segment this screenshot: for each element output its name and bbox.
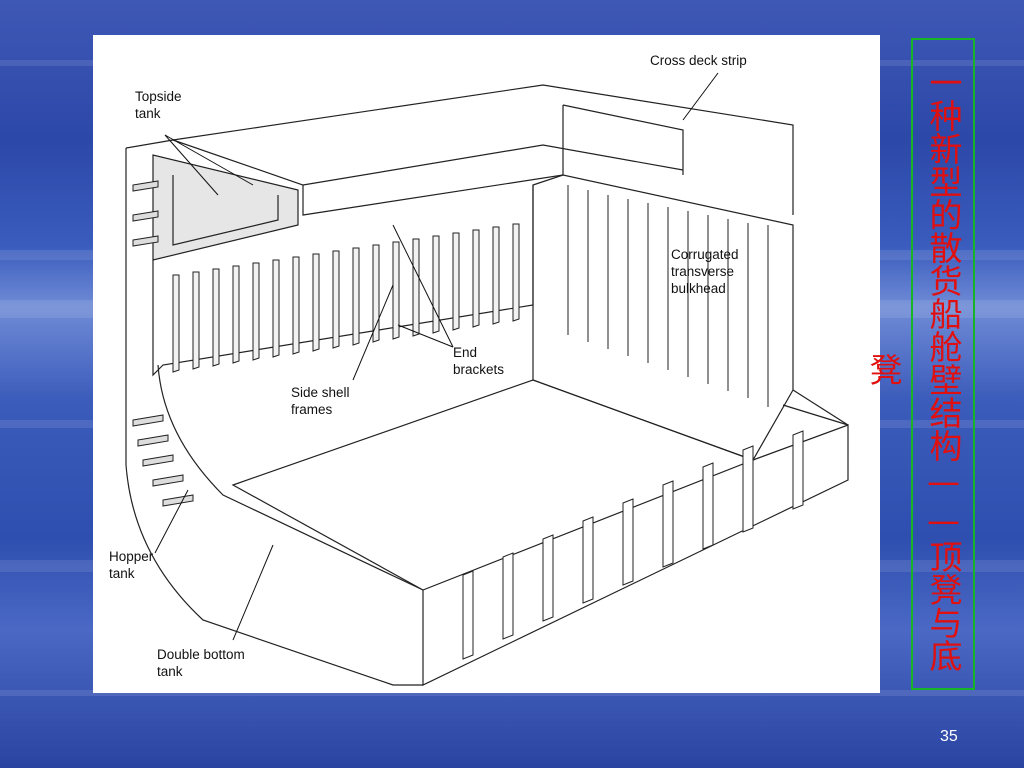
topside-tank-shape — [152, 154, 299, 261]
background-streak — [0, 690, 1024, 696]
label-side-shell-frames: Side shell frames — [291, 385, 350, 417]
hopper-outline — [157, 364, 424, 591]
page-number: 35 — [940, 728, 958, 745]
hatch-coaming — [172, 105, 564, 216]
hopper-stiffeners — [132, 180, 194, 507]
double-bottom — [422, 424, 849, 686]
label-corrugated-bulkhead: Corrugated transverse bulkhead — [671, 247, 739, 296]
side-shell-frames — [172, 223, 520, 373]
label-topside-tank: Topside tank — [135, 89, 182, 121]
leader-lines — [154, 72, 719, 641]
slide-title: 一种新型的散货船舱壁结构——顶凳与底凳 — [864, 66, 963, 672]
label-hopper-tank: Hopper tank — [109, 549, 154, 581]
deck-outline — [125, 84, 794, 215]
label-double-bottom-tank: Double bottom tank — [157, 647, 245, 679]
label-end-brackets: End brackets — [453, 345, 505, 377]
hull-outline — [125, 148, 423, 686]
hull-section-drawing — [125, 72, 849, 686]
label-cross-deck-strip: Cross deck strip — [650, 53, 747, 68]
bulkhead-corrugations — [567, 185, 769, 407]
bulk-carrier-structure-figure: Topside tank Cross deck strip Corrugated… — [93, 35, 880, 693]
double-bottom-floors — [462, 430, 804, 660]
slide-title-box: 一种新型的散货船舱壁结构——顶凳与底凳 — [864, 38, 975, 690]
